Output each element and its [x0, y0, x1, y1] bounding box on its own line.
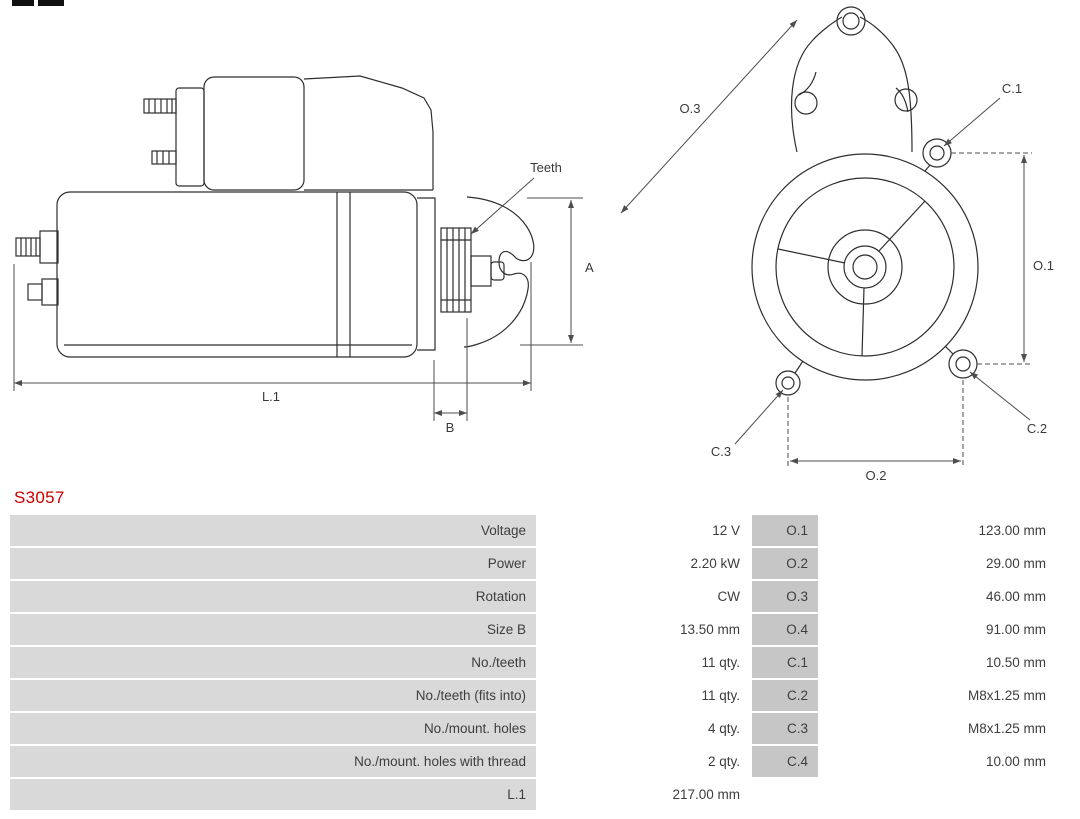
table-row: Size B 13.50 mm O.4 91.00 mm: [10, 614, 1056, 645]
dim-value: 29.00 mm: [820, 548, 1056, 579]
hub-ring: [827, 229, 903, 305]
dim-value: 123.00 mm: [820, 515, 1056, 546]
table-row: No./mount. holes 4 qty. C.3 M8x1.25 mm: [10, 713, 1056, 744]
spec-value: 217.00 mm: [538, 779, 750, 810]
spec-table: Voltage 12 V O.1 123.00 mm Power 2.20 kW…: [8, 513, 1058, 812]
logo-fragment: [12, 0, 64, 6]
c3-leader: [734, 389, 784, 445]
dim-value-empty: [820, 779, 1056, 810]
spec-value: 12 V: [538, 515, 750, 546]
end-frame: [417, 197, 436, 351]
hub: [843, 245, 887, 289]
mount-ear-bottom-left: [775, 360, 804, 396]
spec-label: No./mount. holes with thread: [10, 746, 536, 777]
table-row: No./mount. holes with thread 2 qty. C.4 …: [10, 746, 1056, 777]
label-dim-a: A: [585, 260, 594, 275]
boss: [794, 91, 818, 115]
boss: [894, 88, 918, 112]
top-tower: [790, 16, 843, 153]
label-dim-c3: C.3: [711, 444, 731, 459]
dim-label: C.4: [752, 746, 818, 777]
solenoid-body: [203, 76, 305, 191]
dim-value: 91.00 mm: [820, 614, 1056, 645]
spec-label: Size B: [10, 614, 536, 645]
body-stud: [15, 230, 59, 264]
spec-label: No./teeth (fits into): [10, 680, 536, 711]
spec-value: 11 qty.: [538, 647, 750, 678]
label-teeth: Teeth: [530, 160, 562, 175]
label-dim-b: B: [446, 420, 455, 435]
c1-leader: [943, 97, 1001, 147]
drive-housing: [303, 75, 434, 190]
part-number: S3057: [14, 488, 65, 507]
dim-value: 46.00 mm: [820, 581, 1056, 612]
table-row: Rotation CW O.3 46.00 mm: [10, 581, 1056, 612]
spec-value: 13.50 mm: [538, 614, 750, 645]
flange-face-outer: [751, 153, 979, 381]
top-tab: [836, 6, 866, 36]
dimension-lines: [13, 19, 1032, 468]
dim-label: O.4: [752, 614, 818, 645]
table-row: Voltage 12 V O.1 123.00 mm: [10, 515, 1056, 546]
spec-label: Rotation: [10, 581, 536, 612]
technical-drawing: Teeth A L.1 B O.3 C.1 O.1 C.2 C.3 O.2: [12, 0, 1054, 483]
dim-label: O.3: [752, 581, 818, 612]
spec-value: 11 qty.: [538, 680, 750, 711]
dim-label: O.2: [752, 548, 818, 579]
spec-label: No./mount. holes: [10, 713, 536, 744]
shaft-hole: [852, 254, 878, 280]
starter-front-view: [751, 6, 979, 396]
spec-value: CW: [538, 581, 750, 612]
starter-side-view: [15, 75, 535, 358]
label-dim-o1: O.1: [1033, 258, 1054, 273]
dim-o3-line: [620, 19, 798, 214]
terminal-bolt: [143, 98, 177, 114]
label-dim-c1: C.1: [1002, 81, 1022, 96]
body-stud: [27, 278, 59, 306]
dim-value: M8x1.25 mm: [820, 713, 1056, 744]
mounting-bracket: [463, 196, 535, 348]
dim-value: 10.50 mm: [820, 647, 1056, 678]
dim-value: 10.00 mm: [820, 746, 1056, 777]
spec-label: Power: [10, 548, 536, 579]
flange-face-inner: [775, 177, 955, 357]
top-tab-hole: [842, 12, 860, 30]
motor-body: [56, 191, 418, 358]
terminal-bolt: [151, 150, 177, 165]
spec-value: 4 qty.: [538, 713, 750, 744]
label-dim-o2: O.2: [866, 468, 887, 483]
output-shaft: [470, 255, 505, 287]
dimension-labels: Teeth A L.1 B O.3 C.1 O.1 C.2 C.3 O.2: [262, 81, 1054, 483]
dim-label: C.3: [752, 713, 818, 744]
top-tower: [859, 16, 913, 153]
dim-label: C.1: [752, 647, 818, 678]
pinion-gear: [440, 227, 472, 313]
c2-leader: [969, 371, 1031, 421]
spec-label: No./teeth: [10, 647, 536, 678]
dim-label-empty: [752, 779, 818, 810]
table-row: L.1 217.00 mm: [10, 779, 1056, 810]
spec-value: 2 qty.: [538, 746, 750, 777]
label-dim-o3: O.3: [680, 101, 701, 116]
dim-label: C.2: [752, 680, 818, 711]
dim-label: O.1: [752, 515, 818, 546]
table-row: Power 2.20 kW O.2 29.00 mm: [10, 548, 1056, 579]
label-dim-c2: C.2: [1027, 421, 1047, 436]
table-row: No./teeth (fits into) 11 qty. C.2 M8x1.2…: [10, 680, 1056, 711]
spec-label: L.1: [10, 779, 536, 810]
table-row: No./teeth 11 qty. C.1 10.50 mm: [10, 647, 1056, 678]
teeth-leader: [470, 177, 535, 235]
solenoid-end-cap: [175, 87, 205, 187]
spec-value: 2.20 kW: [538, 548, 750, 579]
dim-value: M8x1.25 mm: [820, 680, 1056, 711]
label-dim-l1: L.1: [262, 389, 280, 404]
spec-label: Voltage: [10, 515, 536, 546]
